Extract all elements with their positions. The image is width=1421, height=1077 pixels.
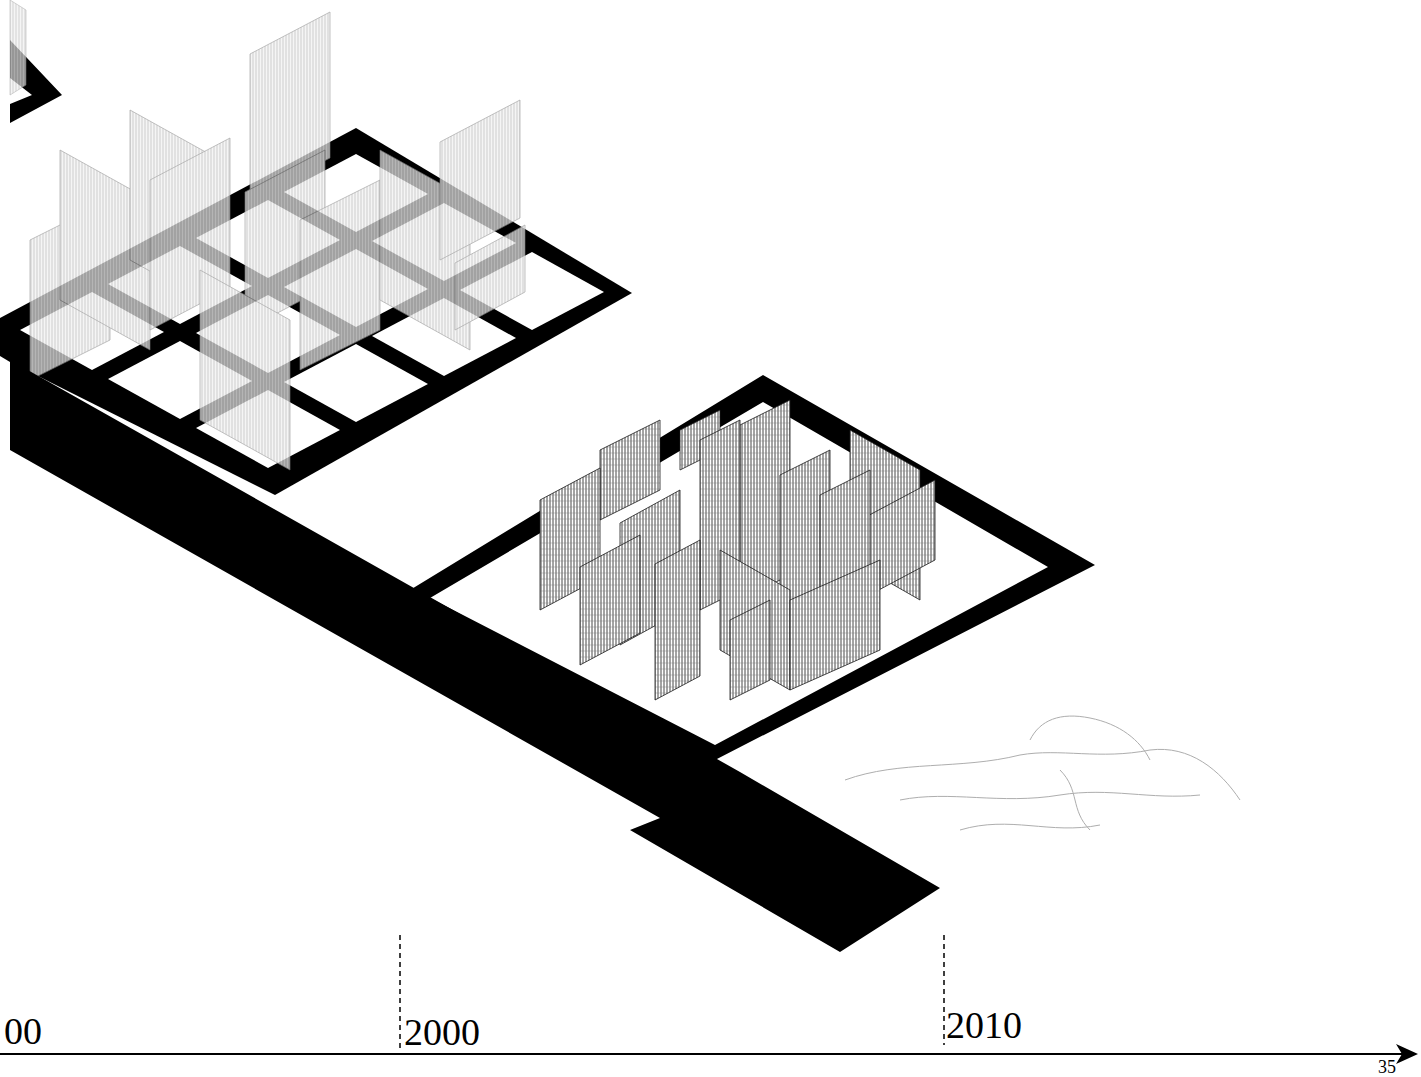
tick-line bbox=[399, 935, 401, 1050]
tick-line bbox=[943, 935, 945, 1045]
sketch-landscape bbox=[845, 716, 1240, 830]
tower-fragment bbox=[10, 0, 26, 95]
timeline-arrowhead bbox=[1396, 1044, 1418, 1064]
timeline-axis bbox=[0, 1053, 1408, 1055]
year-label: 00 bbox=[4, 1012, 42, 1050]
year-label: 2010 bbox=[946, 1006, 1022, 1044]
square-frame bbox=[410, 375, 1095, 760]
page-number: 35 bbox=[1378, 1058, 1396, 1076]
year-label: 2000 bbox=[404, 1013, 480, 1051]
housing-towers bbox=[540, 400, 935, 700]
road-band bbox=[10, 360, 940, 952]
ghost-towers bbox=[30, 12, 525, 470]
